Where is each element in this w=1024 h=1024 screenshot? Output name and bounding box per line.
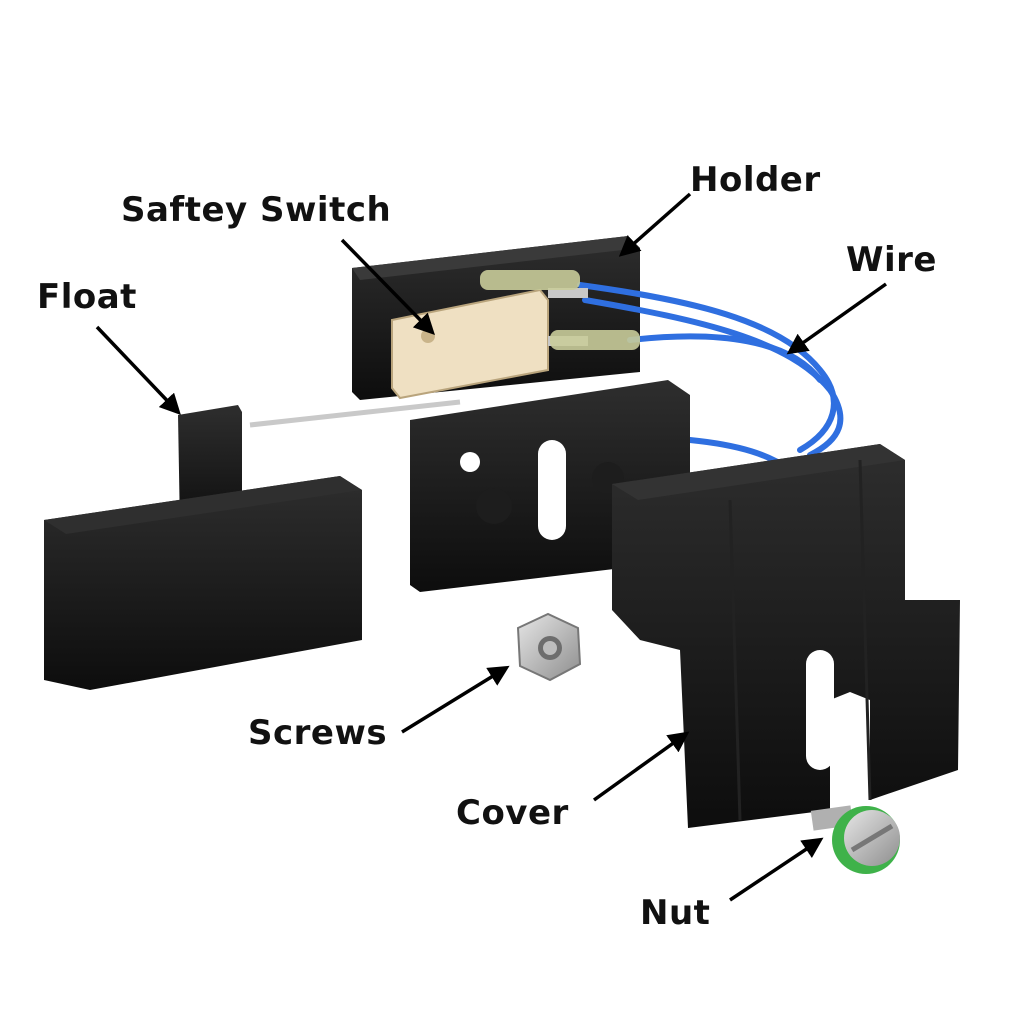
cover-label: Cover	[456, 793, 569, 833]
float-arrow	[95, 325, 181, 416]
safety-switch-label: Saftey Switch	[121, 190, 392, 230]
cover-part	[612, 444, 960, 828]
float-part	[44, 399, 461, 690]
screws-arrow	[401, 665, 510, 734]
screw-part	[810, 805, 900, 874]
switch-arrow	[340, 238, 435, 336]
wire-arrow	[786, 282, 888, 355]
leader-arrows	[95, 192, 888, 902]
nut-label: Nut	[640, 893, 711, 933]
holder-arrow	[618, 192, 692, 257]
float-label: Float	[37, 277, 137, 317]
cover-arrow	[592, 731, 690, 802]
screws-label: Screws	[248, 713, 388, 753]
nut-arrow	[729, 837, 824, 902]
hex-nut-part	[516, 612, 582, 682]
holder-label: Holder	[690, 160, 821, 200]
wire-label: Wire	[846, 240, 937, 280]
